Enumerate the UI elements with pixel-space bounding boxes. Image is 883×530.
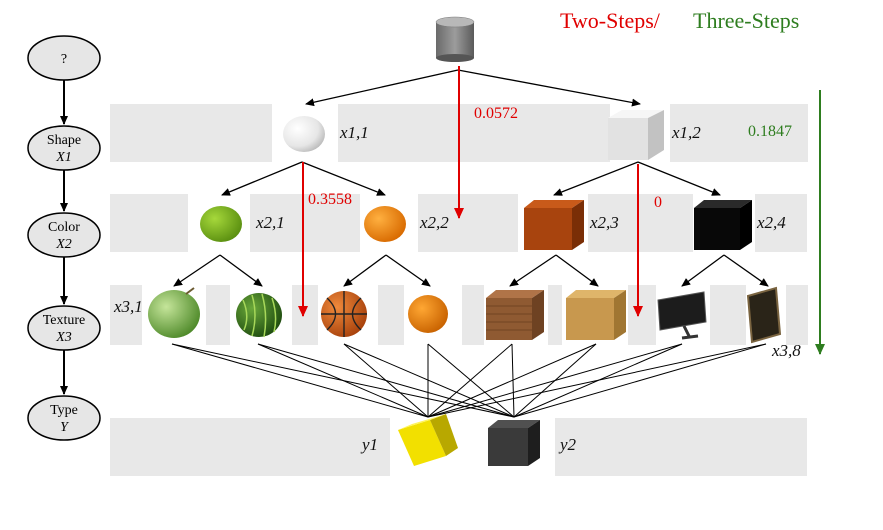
label-x23: x2,3	[589, 213, 619, 232]
monitor-icon	[657, 291, 707, 340]
label-x31: x3,1	[113, 297, 143, 316]
yellow-cube-icon	[398, 414, 458, 466]
basketball-icon	[321, 291, 367, 337]
shape-band	[110, 104, 808, 162]
cardboard-box-icon	[566, 290, 626, 340]
legend-two-steps: Two-Steps/	[560, 8, 661, 33]
type-edge	[427, 343, 597, 418]
black-cube-icon	[694, 200, 752, 250]
white-sphere-icon	[283, 116, 325, 152]
tree-edges	[173, 69, 769, 287]
value-0: 0	[654, 194, 662, 211]
dark-cube-icon	[488, 420, 540, 466]
tree-edge	[457, 69, 641, 107]
tree-edge	[305, 69, 459, 107]
label-y1: y1	[360, 435, 378, 454]
white-cube-icon	[608, 110, 664, 160]
color-node-label: Color	[48, 220, 80, 235]
type-edge	[343, 343, 515, 418]
tree-edge	[509, 254, 557, 287]
shape-node-label: Shape	[47, 133, 81, 148]
tree-edge	[637, 161, 721, 196]
tree-edge	[301, 161, 386, 196]
orange-fruit-icon	[408, 295, 448, 333]
label-x11: x1,1	[339, 123, 369, 142]
color-node-var: X2	[55, 237, 72, 252]
watermelon-icon	[236, 293, 282, 338]
tree-edge	[343, 254, 387, 287]
type-edge	[427, 343, 767, 418]
tree-edge	[221, 161, 303, 196]
type-node-label: Type	[50, 403, 78, 418]
label-x38: x3,8	[771, 341, 801, 360]
value-1847: 0.1847	[748, 123, 792, 140]
type-node	[27, 395, 101, 441]
coconut-icon	[148, 287, 200, 338]
label-x24: x2,4	[756, 213, 786, 232]
chain: ? Shape X1 Color X2 Texture X3 Type Y	[27, 35, 101, 441]
label-x21: x2,1	[255, 213, 285, 232]
texture-node-label: Texture	[43, 313, 86, 328]
tree-edge	[385, 254, 431, 287]
tree-edge	[219, 254, 263, 287]
label-x12: x1,2	[671, 123, 701, 142]
type-edge	[427, 343, 513, 418]
tree-edge	[681, 254, 725, 287]
label-y2: y2	[558, 435, 577, 454]
type-edge	[513, 343, 767, 418]
brown-cube-icon	[524, 200, 584, 250]
orange-sphere-icon	[364, 206, 406, 242]
texture-node-var: X3	[55, 330, 72, 345]
wooden-crate-icon	[486, 290, 544, 340]
type-edge	[427, 343, 515, 418]
tree-edge	[723, 254, 769, 287]
cylinder-icon	[435, 16, 475, 62]
type-edge	[427, 343, 683, 418]
shape-node-var: X1	[55, 150, 72, 165]
green-sphere-icon	[200, 206, 242, 242]
tree-edge	[553, 161, 639, 196]
type-band	[110, 418, 807, 476]
tree-edge	[173, 254, 221, 287]
label-x22: x2,2	[419, 213, 449, 232]
type-node-var: Y	[60, 420, 70, 435]
type-edge	[257, 343, 429, 418]
unknown-node-label: ?	[61, 52, 67, 67]
type-edges	[171, 343, 767, 418]
legend-three-steps: Three-Steps	[693, 8, 799, 33]
type-edge	[171, 343, 429, 418]
color-band	[110, 194, 807, 252]
picture-frame-icon	[746, 286, 782, 344]
type-edge	[343, 343, 429, 418]
value-3558: 0.3558	[308, 191, 352, 208]
tree-edge	[555, 254, 599, 287]
value-0572: 0.0572	[474, 105, 518, 122]
